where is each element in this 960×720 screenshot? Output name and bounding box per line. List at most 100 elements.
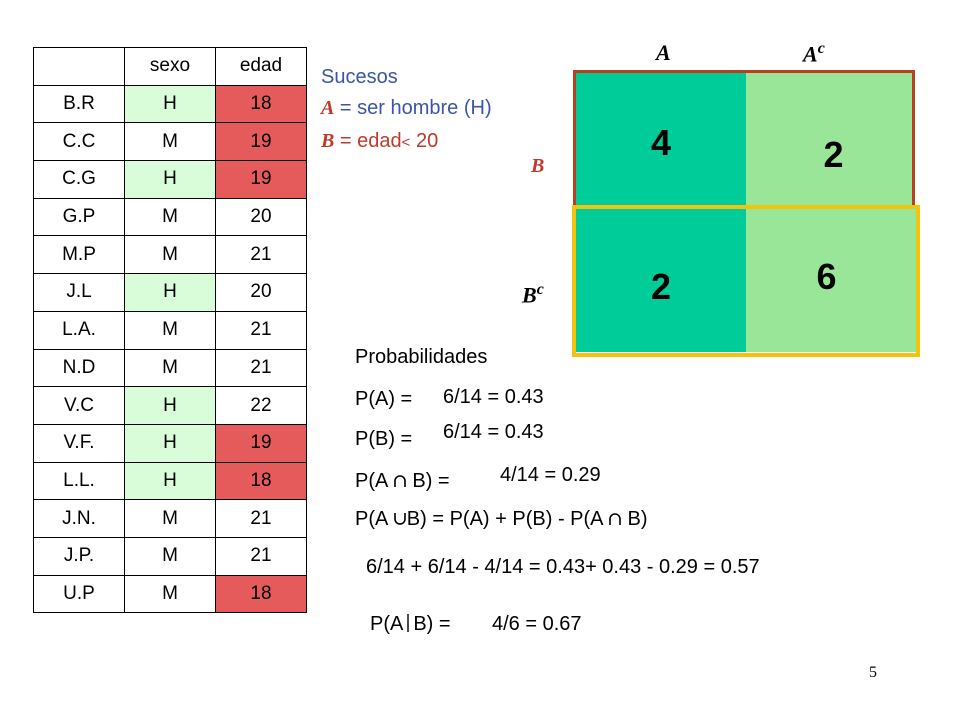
table-header-cell: sexo bbox=[124, 47, 216, 86]
age-cell: 21 bbox=[215, 310, 307, 350]
event-b-val: 20 bbox=[410, 130, 439, 152]
name-cell: G.P bbox=[33, 197, 125, 237]
prob-union-part3: B) bbox=[621, 508, 648, 530]
name-cell: C.G bbox=[33, 160, 125, 199]
age-cell: 20 bbox=[215, 197, 307, 237]
sex-cell: M bbox=[124, 574, 216, 614]
row-label-b: B bbox=[531, 155, 545, 177]
sex-cell: H bbox=[124, 386, 216, 425]
sex-cell: M bbox=[124, 499, 216, 538]
age-cell: 18 bbox=[215, 574, 307, 614]
age-cell: 19 bbox=[215, 160, 307, 199]
age-cell: 21 bbox=[215, 235, 307, 275]
col-label-ac: Ac bbox=[803, 40, 825, 67]
contingency-grid: 4 2 2 6 bbox=[573, 70, 921, 356]
event-a-eq: = bbox=[334, 97, 358, 119]
sex-cell: H bbox=[124, 160, 216, 199]
prob-union-calculation: 6/14 + 6/14 - 4/14 = 0.43+ 0.43 - 0.29 =… bbox=[366, 556, 760, 578]
age-cell: 18 bbox=[215, 461, 307, 501]
name-cell: J.N. bbox=[33, 499, 125, 538]
event-b-lt: < bbox=[401, 134, 411, 151]
prob-intersection-label: P(A B) = bbox=[355, 470, 450, 493]
prob-int-part2: B) = bbox=[406, 470, 450, 492]
name-cell: C.C bbox=[33, 122, 125, 162]
event-b: B = edad< 20 bbox=[321, 130, 438, 153]
cell-ac-b-value: 2 bbox=[823, 133, 844, 175]
events-title: Sucesos bbox=[321, 66, 398, 88]
col-label-ac-sup: c bbox=[817, 40, 825, 57]
event-a: A = ser hombre (H) bbox=[321, 97, 492, 120]
row-label-bc-base: B bbox=[522, 282, 537, 308]
name-cell: V.F. bbox=[33, 423, 125, 463]
event-b-symbol: B bbox=[321, 130, 335, 152]
table-header-cell bbox=[33, 47, 125, 86]
cell-a-bc: 2 bbox=[576, 209, 746, 352]
cell-ac-bc-value: 6 bbox=[816, 255, 837, 297]
event-a-symbol: A bbox=[321, 97, 335, 119]
row-label-bc-sup: c bbox=[536, 281, 544, 298]
prob-union-part1: P(A bbox=[355, 508, 393, 530]
page-number: 5 bbox=[869, 664, 877, 681]
cell-a-bc-value: 2 bbox=[650, 265, 672, 307]
sex-cell: H bbox=[124, 84, 216, 124]
sex-cell: M bbox=[124, 310, 216, 350]
sex-cell: M bbox=[124, 197, 216, 237]
table-header-cell: edad bbox=[215, 47, 307, 86]
age-cell: 21 bbox=[215, 536, 307, 576]
prob-title: Probabilidades bbox=[355, 346, 488, 368]
sex-cell: M bbox=[124, 122, 216, 162]
name-cell: U.P bbox=[33, 574, 125, 614]
sex-cell: H bbox=[124, 423, 216, 463]
cell-a-b-value: 4 bbox=[650, 121, 672, 163]
age-cell: 19 bbox=[215, 423, 307, 463]
sex-cell: M bbox=[124, 348, 216, 388]
union-symbol bbox=[393, 513, 406, 525]
prob-int-part1: P(A bbox=[355, 470, 393, 492]
prob-b-value: 6/14 = 0.43 bbox=[443, 421, 544, 443]
name-cell: L.A. bbox=[33, 310, 125, 350]
prob-cond-part2: B) = bbox=[413, 613, 451, 635]
event-a-desc: ser hombre (H) bbox=[357, 97, 492, 119]
name-cell: L.L. bbox=[33, 461, 125, 501]
given-bar-symbol bbox=[407, 614, 410, 632]
age-cell: 18 bbox=[215, 84, 307, 124]
sex-cell: H bbox=[124, 461, 216, 501]
name-cell: B.R bbox=[33, 84, 125, 124]
prob-a-label: P(A) = bbox=[355, 388, 413, 410]
col-label-ac-base: A bbox=[803, 41, 818, 67]
event-b-desc: = edad bbox=[334, 130, 402, 152]
prob-conditional-value: 4/6 = 0.67 bbox=[492, 613, 582, 635]
name-cell: V.C bbox=[33, 386, 125, 425]
name-cell: J.P. bbox=[33, 536, 125, 576]
age-cell: 20 bbox=[215, 273, 307, 312]
prob-a-value: 6/14 = 0.43 bbox=[443, 386, 544, 408]
prob-intersection-value: 4/14 = 0.29 bbox=[500, 464, 601, 486]
prob-union-formula: P(A B) = P(A) + P(B) - P(A B) bbox=[355, 508, 648, 531]
intersection-symbol-2 bbox=[609, 513, 621, 525]
prob-b-label: P(B) = bbox=[355, 428, 413, 450]
row-label-bc: Bc bbox=[522, 281, 544, 308]
age-cell: 22 bbox=[215, 386, 307, 425]
age-cell: 21 bbox=[215, 348, 307, 388]
name-cell: J.L bbox=[33, 273, 125, 312]
age-cell: 21 bbox=[215, 499, 307, 538]
name-cell: N.D bbox=[33, 348, 125, 388]
cell-ac-bc: 6 bbox=[746, 209, 917, 352]
cell-ac-b: 2 bbox=[746, 73, 915, 208]
